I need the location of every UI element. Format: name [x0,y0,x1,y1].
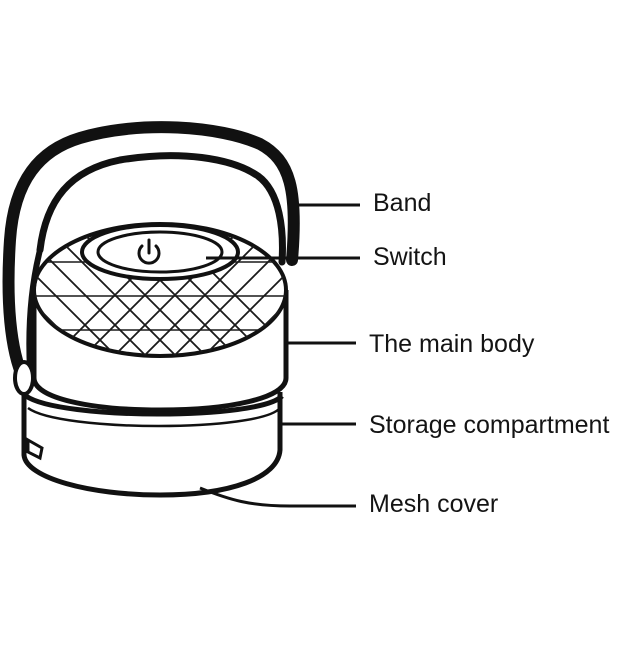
body-seam-lower [27,406,281,428]
callout-switch: Switch [373,243,447,271]
callout-mesh-cover: Mesh cover [369,490,499,518]
band-inner-left [26,249,43,371]
leader-mesh [199,486,356,508]
callout-storage-compartment: Storage compartment [369,411,610,439]
power-icon [137,238,161,265]
storage-compartment-shape [21,392,283,498]
side-port [26,437,44,461]
callout-band: Band [373,189,432,217]
body-seam-upper [24,393,284,417]
band-inner-edge [36,152,286,266]
band-hinge [13,360,35,396]
callout-main-body: The main body [369,330,535,358]
band-shape [2,121,300,386]
